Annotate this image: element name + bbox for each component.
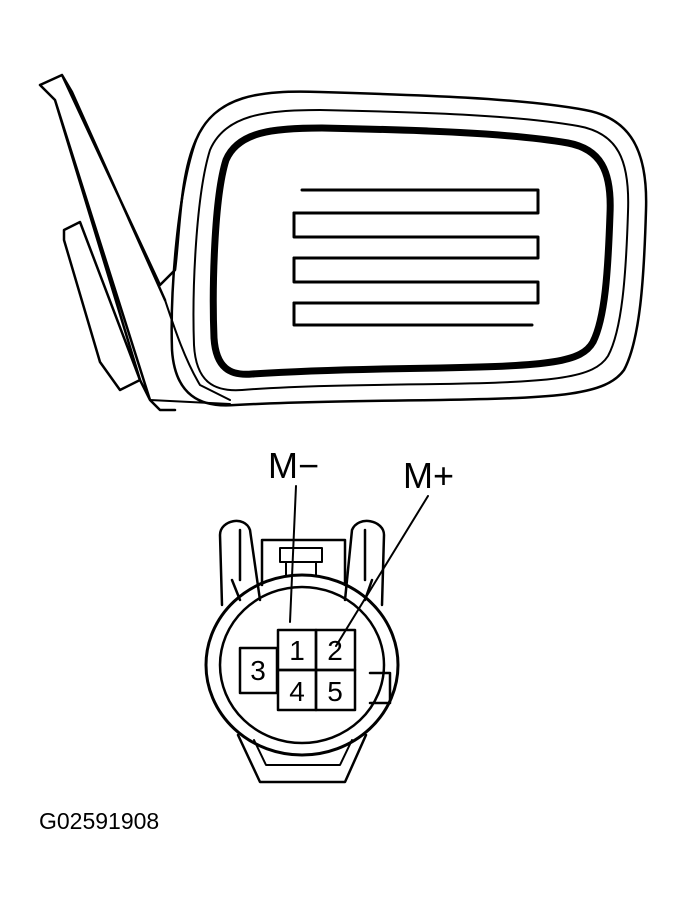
heater-element [292, 188, 540, 327]
connector-body-inner [218, 585, 386, 745]
pin-label-5: 5 [327, 676, 343, 707]
heater-bar [292, 211, 540, 260]
connector-lock-tab-right [343, 519, 386, 607]
pin-grid: 1 2 3 4 5 [238, 628, 357, 712]
mirror-glass-border [209, 124, 614, 378]
connector-skirt-inner [253, 739, 353, 766]
mirror-mount-plate [62, 220, 142, 392]
label-m-minus: M− [268, 445, 319, 486]
connector-latch [279, 547, 323, 576]
connector: 1 2 3 4 5 [204, 519, 400, 784]
pin-cell-5 [314, 668, 357, 712]
label-m-plus: M+ [403, 455, 454, 496]
mirror-housing-inner [192, 109, 630, 392]
connector-key [368, 671, 392, 705]
outside-mirror [38, 73, 648, 412]
connector-body-outer [204, 573, 400, 757]
mirror-base-joint [149, 299, 231, 405]
heater-bar [292, 188, 540, 215]
leader-m-plus [335, 495, 429, 647]
connector-lock-top [230, 528, 374, 602]
connector-lock-tab-left [218, 519, 262, 607]
heater-bar [292, 301, 534, 327]
pin-label-4: 4 [289, 676, 305, 707]
pin-label-3: 3 [250, 655, 266, 686]
heater-bar [292, 256, 540, 305]
pin-label-1: 1 [289, 635, 305, 666]
callouts: M− M+ [268, 445, 454, 647]
figure-id: G02591908 [39, 808, 160, 834]
leader-m-minus [289, 485, 297, 623]
connector-skirt [236, 733, 368, 784]
mirror-housing-outer [170, 90, 648, 407]
